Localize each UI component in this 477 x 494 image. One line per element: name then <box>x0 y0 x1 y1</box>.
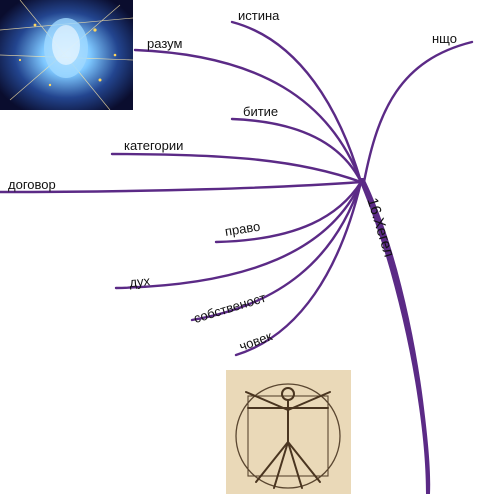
branch-razum <box>133 48 363 184</box>
branch-istina <box>230 20 363 184</box>
vitruvian-man-image <box>226 370 351 494</box>
branch-dogovor <box>0 180 363 194</box>
branch-pravo <box>214 180 363 244</box>
branch-label-razum[interactable]: разум <box>147 36 183 51</box>
branch-chovek <box>234 180 363 357</box>
branch-nishto <box>362 40 474 184</box>
branch-label-bitie[interactable]: битие <box>243 104 279 119</box>
branch-sobstvenost <box>190 180 363 322</box>
branch-kategorii <box>110 152 363 184</box>
branch-bitie <box>230 117 363 184</box>
branch-label-dogovor[interactable]: договор <box>8 177 56 192</box>
branch-label-nishto[interactable]: нщо <box>432 31 457 46</box>
branch-label-kategorii[interactable]: категории <box>124 138 184 153</box>
branch-label-istina[interactable]: истина <box>238 8 280 23</box>
branch-label-duh[interactable]: дух <box>128 273 151 290</box>
branch-duh <box>114 180 363 290</box>
digital-head-image <box>0 0 133 110</box>
central-trunk <box>358 178 431 494</box>
